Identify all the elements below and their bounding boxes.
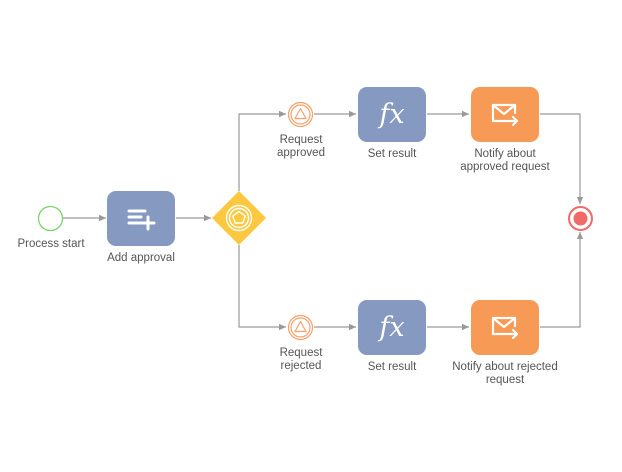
notify-approved-label: Notify about approved request xyxy=(460,148,550,173)
flow-gateway-to-rejected[interactable] xyxy=(238,245,286,331)
fx-formula-icon: fx xyxy=(379,99,405,130)
set-result-task-top[interactable]: fx xyxy=(358,87,426,142)
set-result-task-bottom[interactable]: fx xyxy=(358,300,426,355)
start-event-label: Process start xyxy=(17,238,85,250)
start-event[interactable] xyxy=(37,205,64,232)
signal-triangle-icon xyxy=(294,320,307,333)
add-approval-task[interactable] xyxy=(107,191,175,246)
set-result-bottom-label: Set result xyxy=(367,361,417,373)
flow-notify-approved-to-end[interactable] xyxy=(540,113,584,204)
event-based-gateway[interactable] xyxy=(211,190,267,246)
set-result-top-label: Set result xyxy=(367,148,417,160)
request-rejected-label: Request rejected xyxy=(279,347,323,372)
email-send-icon xyxy=(491,316,519,339)
flow-gateway-to-approved[interactable] xyxy=(238,110,286,191)
notify-rejected-label: Notify about rejected request xyxy=(452,361,558,386)
request-approved-label: Request approved xyxy=(277,134,325,159)
end-event[interactable] xyxy=(567,205,594,232)
flow-notify-rejected-to-end[interactable] xyxy=(540,232,584,328)
signal-triangle-icon xyxy=(294,107,307,120)
add-approval-icon xyxy=(127,209,156,230)
add-approval-label: Add approval xyxy=(107,252,175,264)
request-rejected-event[interactable] xyxy=(287,314,314,341)
pentagon-icon xyxy=(232,210,246,224)
fx-formula-icon: fx xyxy=(379,312,405,343)
notify-rejected-task[interactable] xyxy=(471,300,539,355)
notify-approved-task[interactable] xyxy=(471,87,539,142)
request-approved-event[interactable] xyxy=(287,101,314,128)
email-send-icon xyxy=(491,103,519,126)
